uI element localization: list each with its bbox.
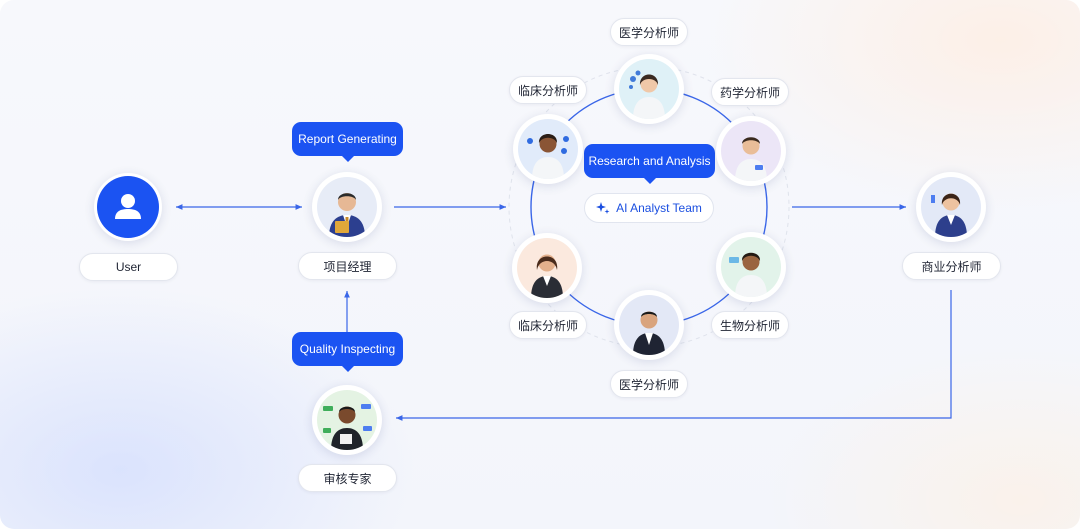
medical-analyst-2-figure-icon [633,311,665,356]
analyst-medical-top-label: 医学分析师 [610,18,688,46]
manager-figure-icon [329,193,365,238]
clinical-analyst-2-figure-icon [531,254,563,299]
analyst-bio-avatar[interactable] [716,232,786,302]
analyst-clinical-bottom-avatar[interactable] [512,233,582,303]
reviewer-figure-icon [323,404,372,451]
analyst-medical-bottom-avatar[interactable] [614,290,684,360]
business-analyst-label: 商业分析师 [902,252,1001,280]
research-analysis-tip: Research and Analysis [584,144,715,184]
business-analyst-avatar[interactable] [916,172,986,242]
reviewer-avatar[interactable] [312,385,382,455]
analyst-medical-bottom-label: 医学分析师 [610,370,688,398]
analyst-pharma-label: 药学分析师 [711,78,789,106]
analyst-clinical-top-label: 临床分析师 [509,76,587,104]
bio-analyst-figure-icon [729,252,767,298]
pharma-analyst-figure-icon [735,137,767,182]
project-manager-label: 项目经理 [298,252,397,280]
user-avatar[interactable] [94,173,162,241]
ai-analyst-team-badge[interactable]: AI Analyst Team [584,193,714,223]
ai-analyst-team-label: AI Analyst Team [616,201,702,215]
clinical-analyst-figure-icon [527,134,569,180]
user-label: User [79,253,178,281]
report-generating-tip: Report Generating [292,122,403,162]
reviewer-label: 审核专家 [298,464,397,492]
analyst-medical-top-avatar[interactable] [614,54,684,124]
project-manager-avatar[interactable] [312,172,382,242]
analyst-clinical-top-avatar[interactable] [513,114,583,184]
analyst-clinical-bottom-label: 临床分析师 [509,311,587,339]
business-analyst-figure-icon [931,193,967,238]
business-reviewer-arrow [396,290,952,421]
analyst-pharma-avatar[interactable] [716,116,786,186]
medical-analyst-figure-icon [629,70,665,120]
sparkle-icon [596,202,610,214]
user-icon [97,176,159,238]
quality-inspecting-tip: Quality Inspecting [292,332,403,372]
analyst-bio-label: 生物分析师 [711,311,789,339]
